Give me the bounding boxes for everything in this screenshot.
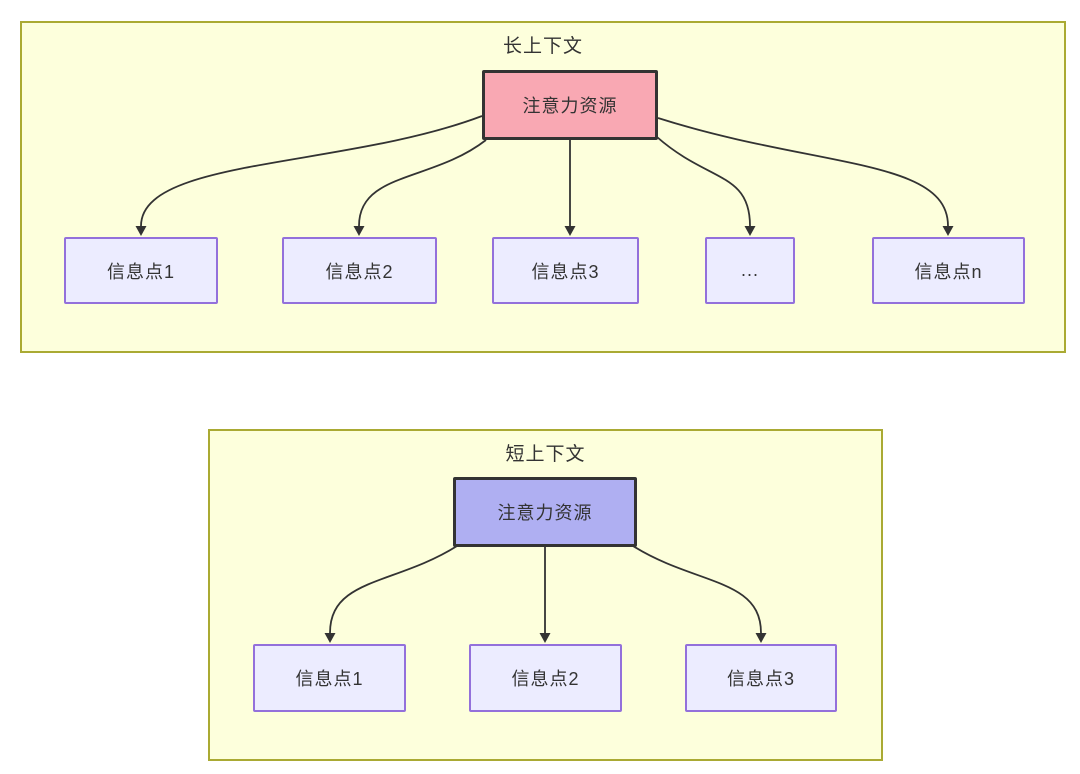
info-node-long-3: 信息点3: [492, 237, 639, 304]
info-node-short-2: 信息点2: [469, 644, 622, 712]
info-node-long-2: 信息点2: [282, 237, 437, 304]
info-node-long-n: 信息点n: [872, 237, 1025, 304]
info-node-short-3: 信息点3: [685, 644, 837, 712]
attention-node-long: 注意力资源: [482, 70, 658, 140]
info-node-short-1: 信息点1: [253, 644, 406, 712]
info-node-long-ellipsis: ...: [705, 237, 795, 304]
info-node-long-1: 信息点1: [64, 237, 218, 304]
attention-node-short: 注意力资源: [453, 477, 637, 547]
short-context-title: 短上下文: [505, 444, 586, 465]
long-context-title: 长上下文: [502, 36, 583, 57]
